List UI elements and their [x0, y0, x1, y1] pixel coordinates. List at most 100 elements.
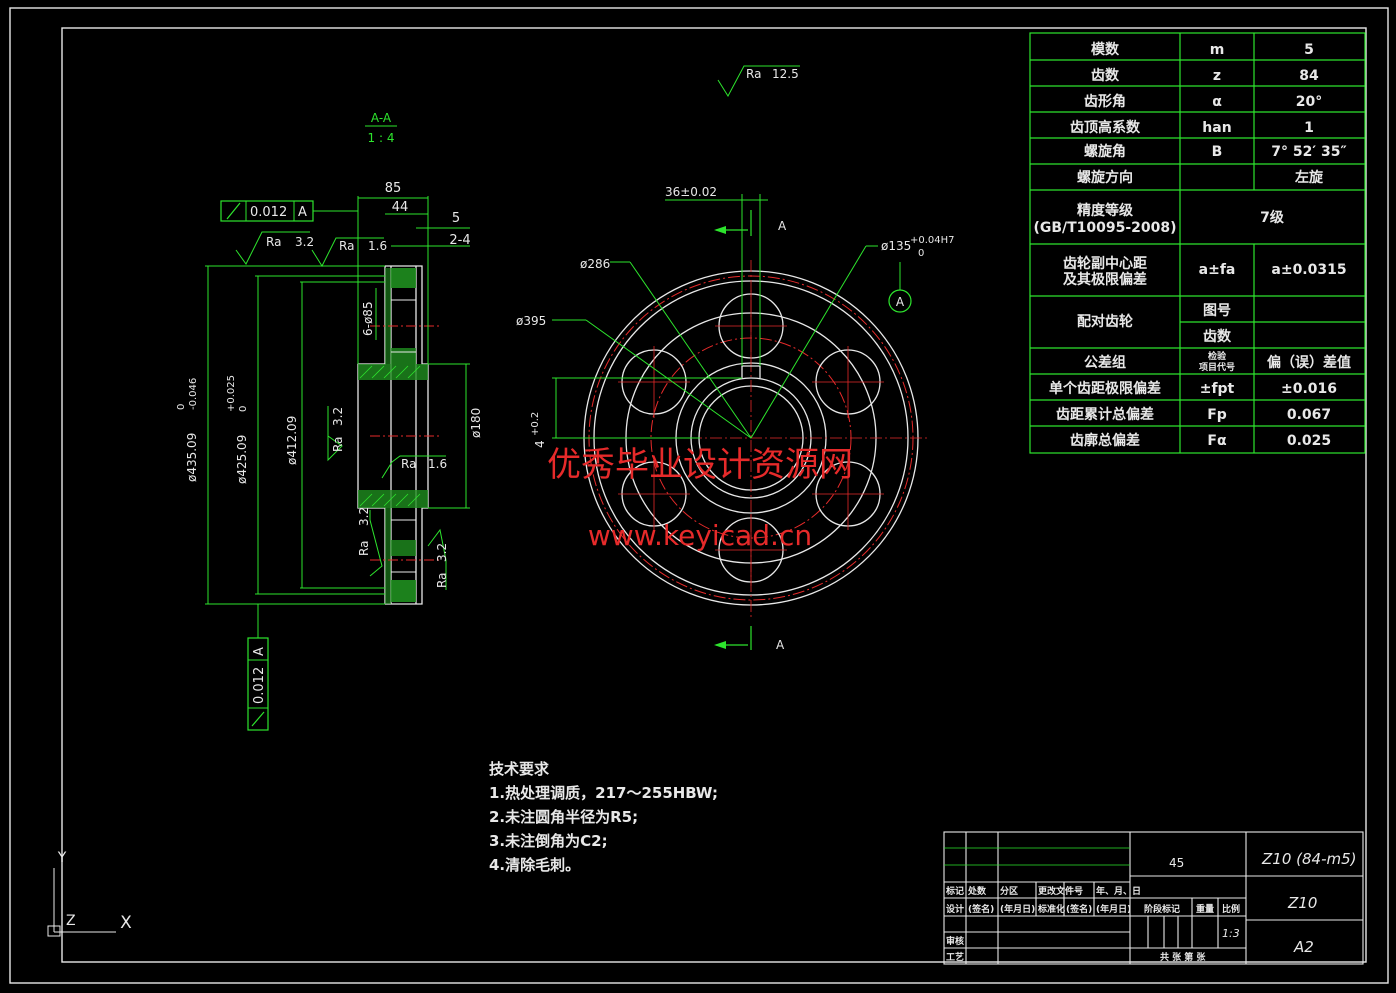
- precision-value: 7级: [1260, 209, 1285, 226]
- dev-name-2: 齿廓总偏差: [1070, 432, 1140, 449]
- tolgroup-name: 公差组: [1084, 354, 1126, 371]
- dim-holes: 6-ø85: [361, 301, 375, 336]
- dim-412: ø412.09: [285, 416, 299, 465]
- svg-text:重量: 重量: [1196, 903, 1214, 915]
- note-4: 4.清除毛刺。: [489, 856, 580, 874]
- svg-text:84: 84: [1299, 68, 1319, 84]
- material: 45: [1169, 856, 1184, 870]
- center-name: 齿轮副中心距: [1063, 255, 1147, 272]
- svg-text:图号: 图号: [1203, 303, 1231, 319]
- scale-value: 1:3: [1222, 927, 1240, 940]
- svg-text:共 张 第 张: 共 张 第 张: [1160, 951, 1206, 963]
- svg-text:(年月日): (年月日): [1096, 903, 1131, 915]
- dev-name-0: 单个齿距极限偏差: [1049, 380, 1161, 397]
- svg-text:m: m: [1210, 42, 1225, 58]
- runout-frame-bottom: 0.012 A: [247, 604, 269, 731]
- dim-425: ø425.09: [235, 435, 249, 484]
- svg-text:及其极限偏差: 及其极限偏差: [1063, 271, 1147, 288]
- svg-text:A: A: [298, 205, 307, 220]
- svg-text:±0.016: ±0.016: [1281, 381, 1337, 397]
- svg-text:1: 1: [1304, 120, 1314, 136]
- dim-36: 36±0.02: [665, 185, 717, 199]
- svg-text:处数: 处数: [967, 885, 987, 897]
- drawing-frame: [9, 7, 1389, 984]
- mating-name: 配对齿轮: [1077, 313, 1133, 330]
- svg-text:标记: 标记: [945, 885, 964, 897]
- svg-text:A: A: [252, 647, 267, 656]
- watermark: 优秀毕业设计资源网 www.keyicad.cn: [547, 445, 853, 552]
- svg-text:α: α: [1212, 94, 1222, 110]
- ra-1: Ra: [266, 235, 281, 249]
- dim-85: 85: [385, 181, 402, 196]
- svg-text:0: 0: [238, 406, 249, 412]
- svg-text:齿数: 齿数: [1203, 328, 1232, 345]
- dim-2x4: 2-4: [449, 233, 470, 248]
- ra-6: Ra: [435, 573, 449, 588]
- precision-name: 精度等级: [1077, 202, 1134, 219]
- svg-text:标准化: 标准化: [1037, 903, 1065, 915]
- svg-text:Z: Z: [66, 913, 76, 929]
- svg-text:左旋: 左旋: [1294, 169, 1324, 186]
- svg-text:检验: 检验: [1208, 350, 1227, 362]
- svg-text:项目代号: 项目代号: [1199, 361, 1235, 373]
- svg-text:年、月、日: 年、月、日: [1096, 885, 1141, 897]
- svg-text:Fα: Fα: [1207, 433, 1227, 449]
- section-view: A-A 1 : 4: [176, 65, 800, 731]
- dim-435: ø435.09: [185, 433, 199, 482]
- svg-text:0: 0: [176, 404, 187, 410]
- ra-top: Ra: [746, 67, 761, 81]
- part-name: Z10: [1287, 894, 1317, 912]
- svg-text:5: 5: [1304, 42, 1314, 58]
- svg-text:z: z: [1213, 68, 1221, 84]
- svg-text:(年月日): (年月日): [1000, 903, 1035, 915]
- svg-text:Fp: Fp: [1207, 407, 1227, 423]
- param-name-5: 螺旋方向: [1077, 169, 1133, 186]
- svg-text:+0.025: +0.025: [226, 375, 237, 412]
- view-a-bottom: A: [776, 638, 785, 652]
- svg-text:1.6: 1.6: [428, 457, 447, 471]
- front-view: A A A 36±0.02 ø286 ø395 ø135 +0.04H7 0 4…: [516, 185, 955, 652]
- ra-5: Ra: [357, 541, 371, 556]
- dim-135: ø135: [881, 239, 911, 253]
- watermark-url: www.keyicad.cn: [588, 519, 812, 552]
- svg-text:3.2: 3.2: [331, 407, 345, 426]
- svg-text:(签名): (签名): [1066, 903, 1092, 915]
- svg-text:0: 0: [918, 248, 924, 259]
- svg-text:0.025: 0.025: [1287, 433, 1331, 449]
- svg-text:a±fa: a±fa: [1199, 262, 1236, 278]
- section-scale: 1 : 4: [368, 131, 395, 145]
- title-block: 标记 处数 分区 更改文件号 年、月、日 设计 (签名) (年月日) 标准化 (…: [943, 831, 1364, 965]
- dim-395: ø395: [516, 314, 546, 328]
- svg-text:比例: 比例: [1222, 903, 1240, 915]
- view-a-top: A: [778, 219, 787, 233]
- svg-text:7° 52′ 35″: 7° 52′ 35″: [1271, 144, 1346, 160]
- dim-44: 44: [392, 200, 409, 215]
- svg-text:3.2: 3.2: [357, 507, 371, 526]
- svg-text:+0.04H7: +0.04H7: [910, 235, 955, 246]
- param-name-2: 齿形角: [1084, 93, 1126, 110]
- svg-text:更改文件号: 更改文件号: [1038, 885, 1083, 897]
- ra-2: Ra: [339, 239, 354, 253]
- svg-text:20°: 20°: [1296, 94, 1322, 110]
- note-2: 2.未注圆角半径为R5;: [489, 808, 638, 826]
- param-name-4: 螺旋角: [1084, 143, 1126, 160]
- svg-text:han: han: [1202, 120, 1231, 136]
- svg-text:工艺: 工艺: [946, 951, 964, 963]
- svg-text:3.2: 3.2: [295, 235, 314, 249]
- svg-text:B: B: [1212, 144, 1223, 160]
- svg-text:阶段标记: 阶段标记: [1144, 903, 1180, 915]
- dim-286: ø286: [580, 257, 610, 271]
- svg-text:1.6: 1.6: [368, 239, 387, 253]
- dim-180: ø180: [469, 408, 483, 438]
- svg-text:±fpt: ±fpt: [1200, 381, 1235, 397]
- svg-text:Y: Y: [57, 850, 67, 866]
- param-name-0: 模数: [1091, 41, 1120, 58]
- svg-text:a±0.0315: a±0.0315: [1271, 262, 1346, 278]
- dev-name-1: 齿距累计总偏差: [1056, 406, 1154, 423]
- svg-text:(GB/T10095-2008): (GB/T10095-2008): [1033, 220, 1176, 236]
- technical-notes: 技术要求 1.热处理调质，217～255HBW; 2.未注圆角半径为R5; 3.…: [489, 760, 718, 874]
- param-name-1: 齿数: [1091, 67, 1120, 84]
- svg-text:0.012: 0.012: [252, 667, 267, 704]
- ra-4: Ra: [401, 457, 416, 471]
- svg-text:(签名): (签名): [968, 903, 994, 915]
